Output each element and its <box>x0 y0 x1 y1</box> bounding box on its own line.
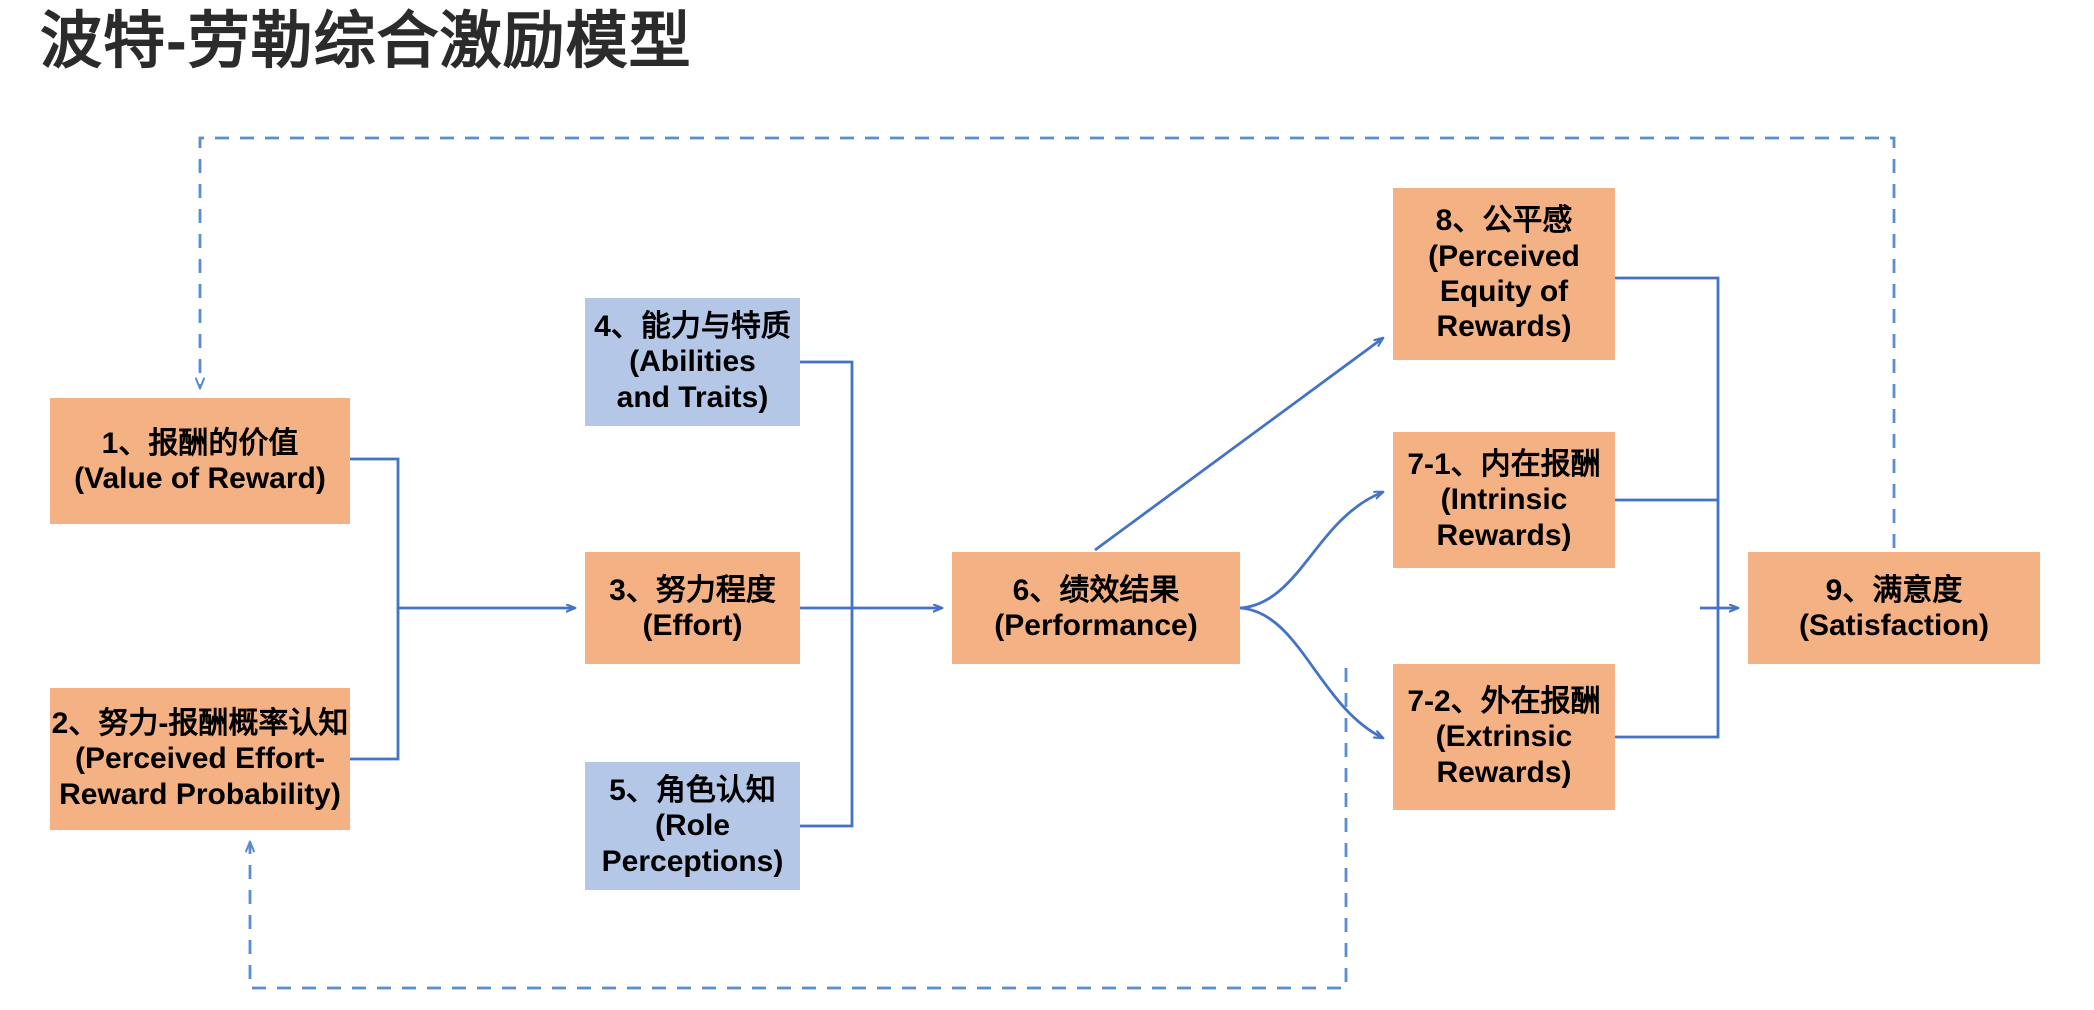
node-8-line-3: Equity of <box>1439 275 1569 308</box>
edge-2-to-3 <box>350 608 400 761</box>
node-role-perceptions[interactable]: 5、角色认知 (Role Perceptions) <box>585 762 800 890</box>
edge-7-2-to-9 <box>1615 608 1720 739</box>
edge-6-to-8 <box>1094 338 1383 552</box>
page-title: 波特-劳勒综合激励模型 <box>40 7 692 76</box>
node-abilities-and-traits[interactable]: 4、能力与特质 (Abilities and Traits) <box>585 298 800 426</box>
node-7-1-line-2: (Intrinsic <box>1440 483 1568 517</box>
node-1-line-1: 1、报酬的价值 <box>101 426 299 460</box>
node-value-of-reward[interactable]: 1、报酬的价值 (Value of Reward) <box>50 398 350 524</box>
node-4-line-1: 4、能力与特质 <box>594 309 791 343</box>
edge-5-to-6 <box>800 608 854 828</box>
node-9-line-1: 9、满意度 <box>1825 573 1963 607</box>
node-7-2-line-1: 7-2、外在报酬 <box>1407 684 1601 718</box>
node-4-line-2: (Abilities <box>629 345 756 379</box>
node-5-line-3: Perceptions) <box>601 844 784 878</box>
node-extrinsic-rewards[interactable]: 7-2、外在报酬 (Extrinsic Rewards) <box>1393 664 1615 810</box>
node-5-line-1: 5、角色认知 <box>609 773 776 807</box>
node-9-line-2: (Satisfaction) <box>1798 609 1990 642</box>
node-8-line-1: 8、公平感 <box>1435 204 1573 238</box>
node-performance[interactable]: 6、绩效结果 (Performance) <box>952 552 1240 664</box>
node-satisfaction[interactable]: 9、满意度 (Satisfaction) <box>1748 552 2040 664</box>
edge-6-to-7-2 <box>1239 606 1383 740</box>
node-7-1-line-1: 7-1、内在报酬 <box>1407 447 1601 481</box>
edge-1-to-3 <box>350 457 575 608</box>
node-3-line-1: 3、努力程度 <box>609 573 776 607</box>
node-2-line-1: 2、努力-报酬概率认知 <box>51 706 349 740</box>
node-6-line-2: (Performance) <box>994 609 1198 642</box>
node-perceived-equity-of-rewards[interactable]: 8、公平感 (Perceived Equity of Rewards) <box>1393 188 1615 360</box>
node-2-line-3: Reward Probability) <box>59 777 341 811</box>
edge-4-to-6 <box>800 360 854 608</box>
node-5-line-2: (Role <box>655 809 730 843</box>
node-6-line-1: 6、绩效结果 <box>1012 573 1180 607</box>
node-2-line-2: (Perceived Effort- <box>74 742 326 776</box>
node-7-1-line-3: Rewards) <box>1436 518 1572 552</box>
node-1-line-2: (Value of Reward) <box>74 462 326 495</box>
node-effort[interactable]: 3、努力程度 (Effort) <box>585 552 800 664</box>
node-4-line-3: and Traits) <box>616 380 769 414</box>
node-7-2-line-2: (Extrinsic <box>1435 720 1573 754</box>
node-8-line-2: (Perceived <box>1428 239 1580 273</box>
feedback-9-to-1 <box>195 136 1896 548</box>
edge-8-to-9 <box>1615 276 1720 608</box>
node-3-line-2: (Effort) <box>642 609 743 642</box>
edge-6-to-7-1 <box>1239 490 1383 610</box>
node-perceived-effort-reward-probability[interactable]: 2、努力-报酬概率认知 (Perceived Effort- Reward Pr… <box>50 688 350 830</box>
node-8-line-4: Rewards) <box>1436 310 1572 344</box>
node-7-2-line-3: Rewards) <box>1436 755 1572 789</box>
node-intrinsic-rewards[interactable]: 7-1、内在报酬 (Intrinsic Rewards) <box>1393 432 1615 568</box>
